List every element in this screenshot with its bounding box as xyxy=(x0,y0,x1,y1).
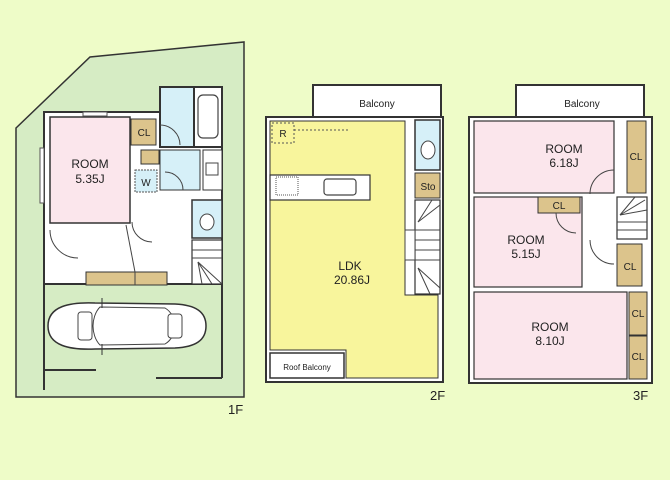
toilet-icon xyxy=(420,140,436,160)
shoe-cabinet xyxy=(85,271,168,286)
toilet-icon xyxy=(199,213,215,231)
closet-label: CL xyxy=(632,309,645,320)
car-icon xyxy=(47,298,207,355)
closet-3f-2 xyxy=(537,196,581,214)
closet-3f-1 xyxy=(626,120,647,194)
balcony-2f xyxy=(312,84,442,119)
door-swing xyxy=(49,229,79,259)
storage-label: Sto xyxy=(420,182,435,193)
floor-1f: ROOM 5.35J CL W 1F xyxy=(15,41,245,417)
closet-3f-5 xyxy=(628,335,648,380)
storage-2f xyxy=(414,172,441,199)
floor-3f: Balcony ROOM 6.18J CL ROOM 5.15J CL CL xyxy=(468,84,653,403)
door-swing xyxy=(131,221,153,243)
stairs-1f xyxy=(191,239,223,285)
stove-icon xyxy=(275,176,299,196)
room-size: 5.35J xyxy=(75,172,104,186)
room-label: ROOM xyxy=(531,320,568,334)
stairs-2f xyxy=(404,199,441,295)
ldk-size: 20.86J xyxy=(334,273,370,287)
sink-icon xyxy=(205,162,219,176)
bathtub-icon xyxy=(197,94,219,139)
window xyxy=(39,147,45,204)
room-size: 6.18J xyxy=(549,156,578,170)
storage-1f xyxy=(140,149,160,165)
closet-3f-4 xyxy=(628,291,648,336)
door-swing xyxy=(589,169,615,195)
roof-balcony-label: Roof Balcony xyxy=(283,363,331,372)
kitchen-sink-icon xyxy=(323,178,357,196)
balcony-label: Balcony xyxy=(564,99,600,110)
closet-label: CL xyxy=(553,201,566,212)
door-swing xyxy=(159,124,181,146)
ldk-label: LDK xyxy=(338,259,361,273)
refrigerator-label: R xyxy=(279,129,286,140)
closet-1f xyxy=(130,118,157,146)
room-1f xyxy=(49,116,131,224)
door-swing xyxy=(555,212,577,234)
room-size: 8.10J xyxy=(535,334,564,348)
closet-label: CL xyxy=(624,262,637,273)
room-size: 5.15J xyxy=(511,247,540,261)
room-8-10 xyxy=(473,291,628,380)
balcony-label: Balcony xyxy=(359,99,395,110)
roof-balcony xyxy=(269,352,345,379)
door-swing xyxy=(164,171,184,191)
hallway xyxy=(159,149,201,191)
room-6-18 xyxy=(473,120,615,194)
closet-label: CL xyxy=(138,128,151,139)
floor-label-3f: 3F xyxy=(633,388,648,403)
closet-label: CL xyxy=(632,352,645,363)
floor-label-1f: 1F xyxy=(228,402,243,417)
closet-3f-3 xyxy=(616,243,643,287)
window xyxy=(82,111,108,117)
room-label: ROOM xyxy=(71,157,108,171)
room-label: ROOM xyxy=(507,233,544,247)
door-swing xyxy=(589,239,615,265)
floor-2f: Balcony R Sto xyxy=(265,84,445,403)
washer-label: W xyxy=(141,178,151,189)
refrigerator-space xyxy=(271,122,295,144)
balcony-3f xyxy=(515,84,645,119)
washroom xyxy=(159,86,195,148)
closet-label: CL xyxy=(630,152,643,163)
room-label: ROOM xyxy=(545,142,582,156)
parking-space xyxy=(43,284,223,390)
stairs-3f xyxy=(616,196,648,240)
floor-label-2f: 2F xyxy=(430,388,445,403)
washer-space xyxy=(134,169,158,193)
